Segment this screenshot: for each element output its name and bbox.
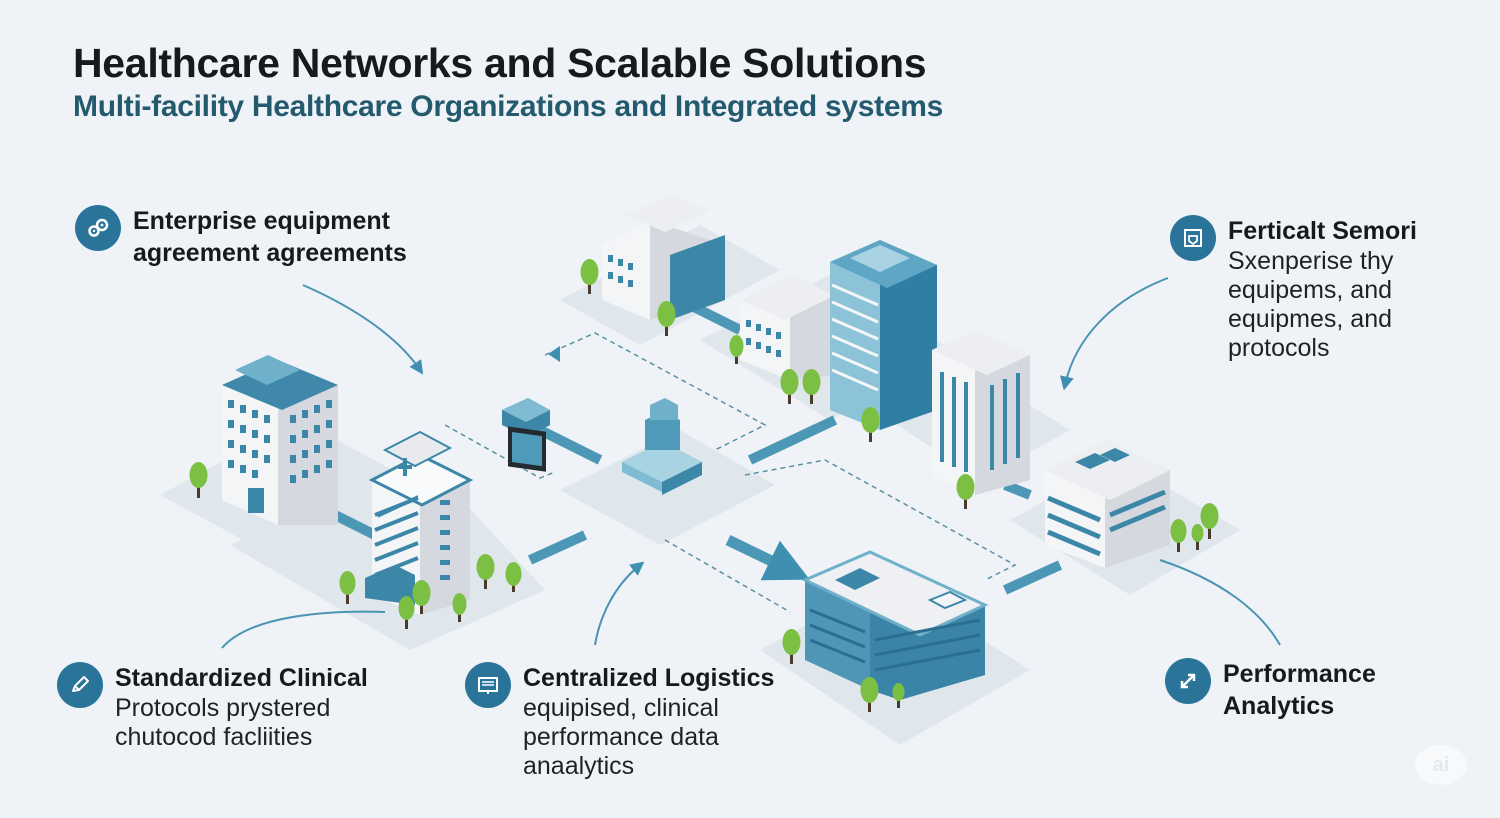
building-mid-block (740, 275, 835, 380)
page-title: Healthcare Networks and Scalable Solutio… (73, 40, 927, 86)
building-left-tower (222, 355, 338, 525)
dashed-links (444, 332, 1017, 613)
callout-centralized-logistics: Centralized Logistics equipised, clinica… (465, 662, 774, 781)
transfer-arrows-icon (1165, 658, 1211, 704)
building-bottom-hospital (801, 550, 989, 700)
callout-body-line: equipmes, and (1228, 305, 1393, 333)
callout-body-line: Sxenperise thy (1228, 247, 1394, 275)
callout-body-line: performance data (523, 723, 719, 751)
callout-heading: Standardized Clinical (115, 664, 368, 692)
building-blue-tower (830, 240, 937, 430)
callout-heading: Ferticalt Semori (1228, 217, 1417, 245)
building-right-tower (932, 330, 1030, 495)
flow-arrow (725, 535, 810, 581)
callout-ferticalt-semori: Ferticalt Semori Sxenperise thy equipems… (1170, 215, 1417, 363)
callout-heading: agreement agreements (133, 239, 407, 267)
callout-heading: Performance (1223, 660, 1376, 688)
page-subtitle: Multi-facility Healthcare Organizations … (73, 90, 943, 123)
central-hub (622, 398, 702, 495)
building-top-complex (602, 195, 725, 320)
watermark-logo: ai (1415, 745, 1467, 785)
dashed-arrow-head (548, 346, 560, 362)
callout-heading: Analytics (1223, 692, 1335, 720)
callout-heading: Centralized Logistics (523, 664, 775, 692)
gears-icon (75, 205, 121, 251)
callout-heading: Enterprise equipment (133, 207, 390, 235)
shield-document-icon (1170, 215, 1216, 261)
pencil-icon (57, 662, 103, 708)
monitor-icon (465, 662, 511, 708)
callout-body-line: equipised, clinical (523, 694, 719, 722)
callout-enterprise-equipment: Enterprise equipment agreement agreement… (75, 205, 407, 269)
monitor-kiosk (502, 398, 550, 472)
callout-body-line: anaalytics (523, 752, 635, 780)
callout-body-line: chutocod facliities (115, 723, 313, 751)
connector-bars (332, 300, 1063, 595)
callout-performance-analytics: Performance Analytics (1165, 658, 1376, 722)
building-left-hospital (365, 430, 474, 615)
building-right-clinic (1045, 440, 1170, 568)
callout-body-line: equipems, and (1228, 276, 1393, 304)
callout-body-line: protocols (1228, 334, 1330, 362)
callout-body-line: Protocols prystered (115, 694, 331, 722)
pointer-arrows (221, 277, 1281, 649)
trees (189, 259, 1219, 712)
callout-standardized-clinical: Standardized Clinical Protocols prystere… (57, 662, 368, 752)
